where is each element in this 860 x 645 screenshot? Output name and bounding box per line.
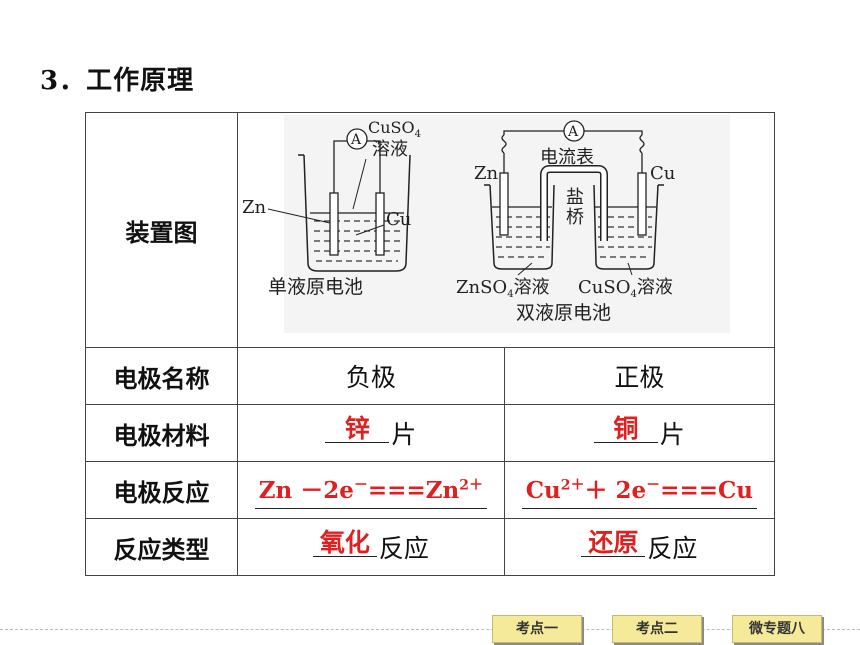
negative-material: 锌片 bbox=[237, 404, 505, 462]
single-cell-diagram: A CuSO4 溶液 Zn Cu 单液原电池 bbox=[242, 118, 421, 298]
positive-electrode-name: 正极 bbox=[503, 347, 776, 405]
row-label: 装置图 bbox=[85, 112, 238, 348]
negative-reaction-type: 氧化反应 bbox=[237, 518, 505, 576]
apparatus-figure: A CuSO4 溶液 Zn Cu 单液原电池 bbox=[242, 115, 730, 333]
fill-blank: 锌 bbox=[325, 416, 390, 443]
nav-button-topic-8[interactable]: 微专题八 bbox=[732, 615, 822, 643]
row-label: 电极材料 bbox=[85, 404, 238, 462]
row-label: 电极名称 bbox=[85, 347, 238, 405]
suffix-text: 片 bbox=[659, 420, 685, 449]
double-cell-diagram: A 电流表 Zn Cu 盐 桥 ZnSO4溶液 CuSO4溶液 双液原电池 bbox=[456, 120, 675, 324]
single-cell-caption: 单液原电池 bbox=[268, 276, 363, 298]
nav-button-kaodian-1[interactable]: 考点一 bbox=[492, 615, 582, 643]
row-label: 电极反应 bbox=[85, 461, 238, 519]
fill-blank: 氧化 bbox=[312, 530, 377, 557]
negative-reaction: Zn －2e－===Zn2＋ bbox=[237, 461, 505, 519]
section-title: 工作原理 bbox=[86, 66, 195, 96]
ammeter-label: A bbox=[350, 132, 362, 148]
suffix-text: 反应 bbox=[647, 534, 698, 563]
cu-electrode-label: Cu bbox=[386, 209, 411, 230]
ammeter-caption: 电流表 bbox=[540, 147, 594, 168]
nav-button-kaodian-2[interactable]: 考点二 bbox=[612, 615, 702, 643]
positive-reaction-type: 还原反应 bbox=[503, 518, 776, 576]
table-row: 电极反应 Zn －2e－===Zn2＋ Cu2＋＋ 2e－===Cu bbox=[85, 461, 776, 519]
section-number: 3． bbox=[40, 66, 87, 96]
suffix-text: 反应 bbox=[378, 534, 429, 563]
zn-electrode-label: Zn bbox=[242, 197, 267, 218]
table-row: 电极名称 负极 正极 bbox=[85, 347, 776, 405]
table-row: 电极材料 锌片 铜片 bbox=[85, 404, 776, 462]
section-heading: 3．工作原理 bbox=[40, 60, 194, 97]
principle-table: 装置图 bbox=[85, 112, 776, 576]
table-row: 反应类型 氧化反应 还原反应 bbox=[85, 518, 776, 576]
cuso4-label: CuSO4溶液 bbox=[578, 277, 673, 300]
zn-electrode-label-2: Zn bbox=[474, 163, 499, 184]
solution-label-suffix: 溶液 bbox=[372, 139, 408, 160]
footer-divider bbox=[0, 629, 860, 630]
ammeter-label-2: A bbox=[567, 124, 579, 140]
positive-material: 铜片 bbox=[503, 404, 776, 462]
solution-label: CuSO4 bbox=[368, 118, 421, 140]
cu-electrode-label-2: Cu bbox=[650, 163, 675, 184]
negative-reaction-formula: Zn －2e－===Zn2＋ bbox=[254, 471, 487, 509]
apparatus-figure-cell: A CuSO4 溶液 Zn Cu 单液原电池 bbox=[237, 112, 775, 348]
positive-reaction: Cu2＋＋ 2e－===Cu bbox=[503, 461, 776, 519]
positive-reaction-formula: Cu2＋＋ 2e－===Cu bbox=[521, 471, 758, 509]
salt-bridge-label-1: 盐 bbox=[566, 187, 584, 208]
double-cell-caption: 双液原电池 bbox=[516, 302, 611, 324]
suffix-text: 片 bbox=[391, 420, 417, 449]
row-label: 反应类型 bbox=[85, 518, 238, 576]
negative-electrode-name: 负极 bbox=[237, 347, 505, 405]
fill-blank: 铜 bbox=[593, 416, 658, 443]
znso4-label: ZnSO4溶液 bbox=[456, 277, 550, 300]
table-row: 装置图 bbox=[85, 112, 775, 348]
salt-bridge-label-2: 桥 bbox=[566, 207, 584, 228]
fill-blank: 还原 bbox=[581, 530, 646, 557]
